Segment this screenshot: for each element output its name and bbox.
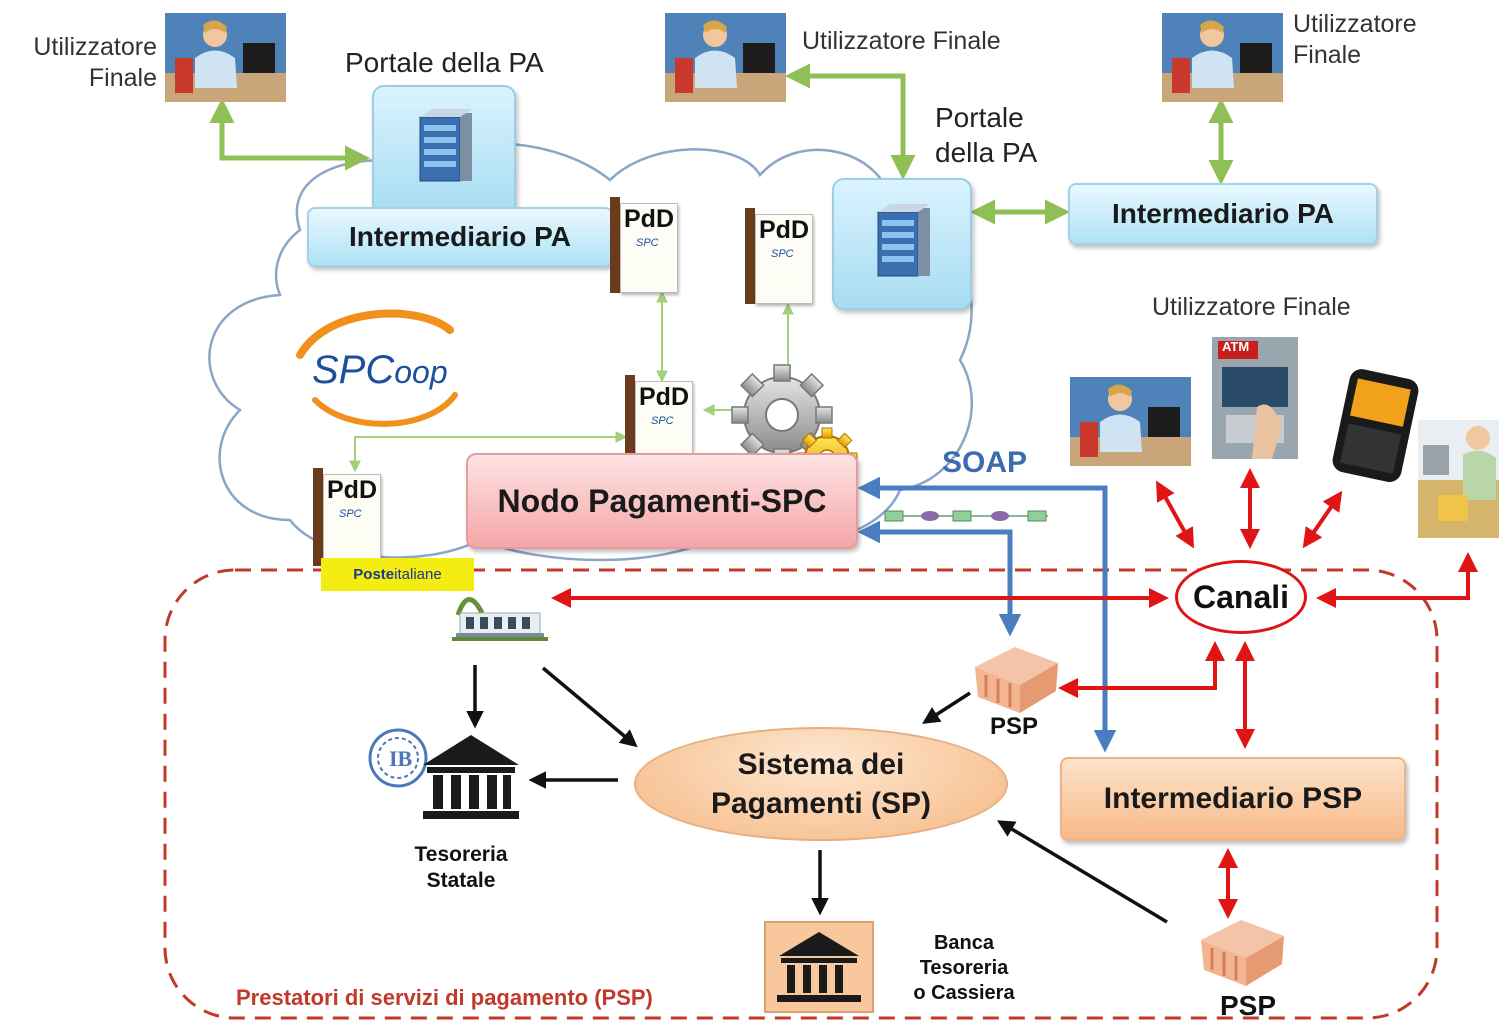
canali-label: Canali	[1192, 578, 1290, 615]
intermediario-psp-label: Intermediario PSP	[1103, 782, 1363, 815]
pdd-label: PdD	[759, 216, 809, 244]
nodo-pagamenti-spc[interactable]: Nodo Pagamenti-SPC	[466, 453, 858, 549]
utente-top-left-label: Utilizzatore Finale	[33, 33, 157, 93]
user-at-computer-icon	[665, 13, 786, 102]
green-arrows	[209, 63, 1234, 225]
server-icon	[877, 204, 930, 277]
user-at-computer-icon	[165, 13, 286, 102]
utente-top-mid-label: Utilizzatore Finale	[802, 27, 1001, 55]
flow-arrows	[466, 665, 1168, 924]
pdd-door-icon	[625, 375, 635, 467]
cashier-icon	[1418, 420, 1499, 538]
poste-light: italiane	[394, 566, 442, 583]
utente-top-right-label: Utilizzatore Finale	[1293, 10, 1417, 70]
pdd-door-icon	[313, 468, 323, 566]
portale-pa-left-label: Portale della PA	[345, 47, 544, 78]
psp-mid-label: PSP	[990, 713, 1039, 740]
tesoreria-label: Tesoreria Statale	[414, 843, 508, 893]
banca-tesoreria-icon	[764, 921, 874, 1013]
pdd-label: PdD	[327, 476, 377, 504]
pdd-node-4[interactable]: PdD SPC	[313, 468, 381, 566]
atm-label: ATM	[1222, 339, 1250, 354]
canali-node[interactable]: Canali	[1175, 560, 1307, 634]
spcoop-spc: SPC	[312, 348, 395, 392]
portale-pa-server-left[interactable]	[372, 85, 516, 217]
bank-icon	[1201, 920, 1284, 986]
prestatori-label: Prestatori di servizi di pagamento (PSP)	[236, 985, 653, 1010]
psp-bottom-label: PSP	[1220, 990, 1277, 1021]
intermediario-pa-left-label: Intermediario PA	[349, 221, 571, 252]
psp-dashed-frame	[163, 568, 1439, 1020]
bank-icon	[975, 647, 1058, 713]
pdd-label: PdD	[624, 205, 674, 233]
soap-label: SOAP	[942, 446, 1028, 479]
intermediario-psp[interactable]: Intermediario PSP	[1060, 757, 1406, 841]
svg-text:IB: IB	[389, 746, 413, 771]
user-at-computer-icon	[1070, 377, 1191, 466]
spcoop-label: SPCoop	[312, 345, 448, 395]
pdd-sub-label: SPC	[771, 248, 794, 260]
pdd-sub-label: SPC	[651, 415, 674, 427]
tesoreria-building-icon	[423, 735, 519, 819]
pdd-node-1[interactable]: PdD SPC	[610, 197, 678, 293]
nodo-label: Nodo Pagamenti-SPC	[497, 482, 827, 519]
pdd-sub-label: SPC	[636, 237, 659, 249]
intermediario-pa-right-label: Intermediario PA	[1112, 198, 1334, 229]
pdd-label: PdD	[639, 383, 689, 411]
mobile-phone-icon	[1332, 369, 1419, 482]
pdd-node-3[interactable]: PdD SPC	[625, 375, 693, 467]
intermediario-pa-left[interactable]: Intermediario PA	[307, 207, 613, 267]
pdd-door-icon	[610, 197, 620, 293]
spcoop-logo-icon	[296, 309, 458, 427]
atm-icon	[1212, 337, 1298, 459]
soap-chain	[884, 510, 1048, 522]
portale-pa-right-label: Portale della PA	[935, 102, 1038, 168]
bank-building-icon	[452, 597, 548, 641]
banca-italia-logo-icon: IB	[368, 728, 428, 788]
server-icon	[419, 109, 472, 182]
poste-bold: Poste	[353, 566, 395, 583]
intermediario-pa-right[interactable]: Intermediario PA	[1068, 183, 1378, 245]
banca-tesoreria-label: Banca Tesoreria o Cassiera	[913, 932, 1015, 1004]
soap-arrows	[857, 476, 1117, 753]
pdd-door-icon	[745, 208, 755, 304]
pdd-sub-label: SPC	[339, 508, 362, 520]
sistema-pagamenti-label: Sistema dei Pagamenti (SP)	[710, 748, 932, 820]
pdd-node-2[interactable]: PdD SPC	[745, 208, 813, 304]
utente-mid-right-label: Utilizzatore Finale	[1152, 293, 1351, 321]
user-at-computer-icon	[1162, 13, 1283, 102]
channel-arrows	[551, 468, 1478, 919]
spcoop-oop: oop	[394, 354, 448, 390]
portale-pa-server-right[interactable]	[832, 178, 972, 310]
sistema-pagamenti-node[interactable]: Sistema dei Pagamenti (SP)	[634, 727, 1008, 841]
